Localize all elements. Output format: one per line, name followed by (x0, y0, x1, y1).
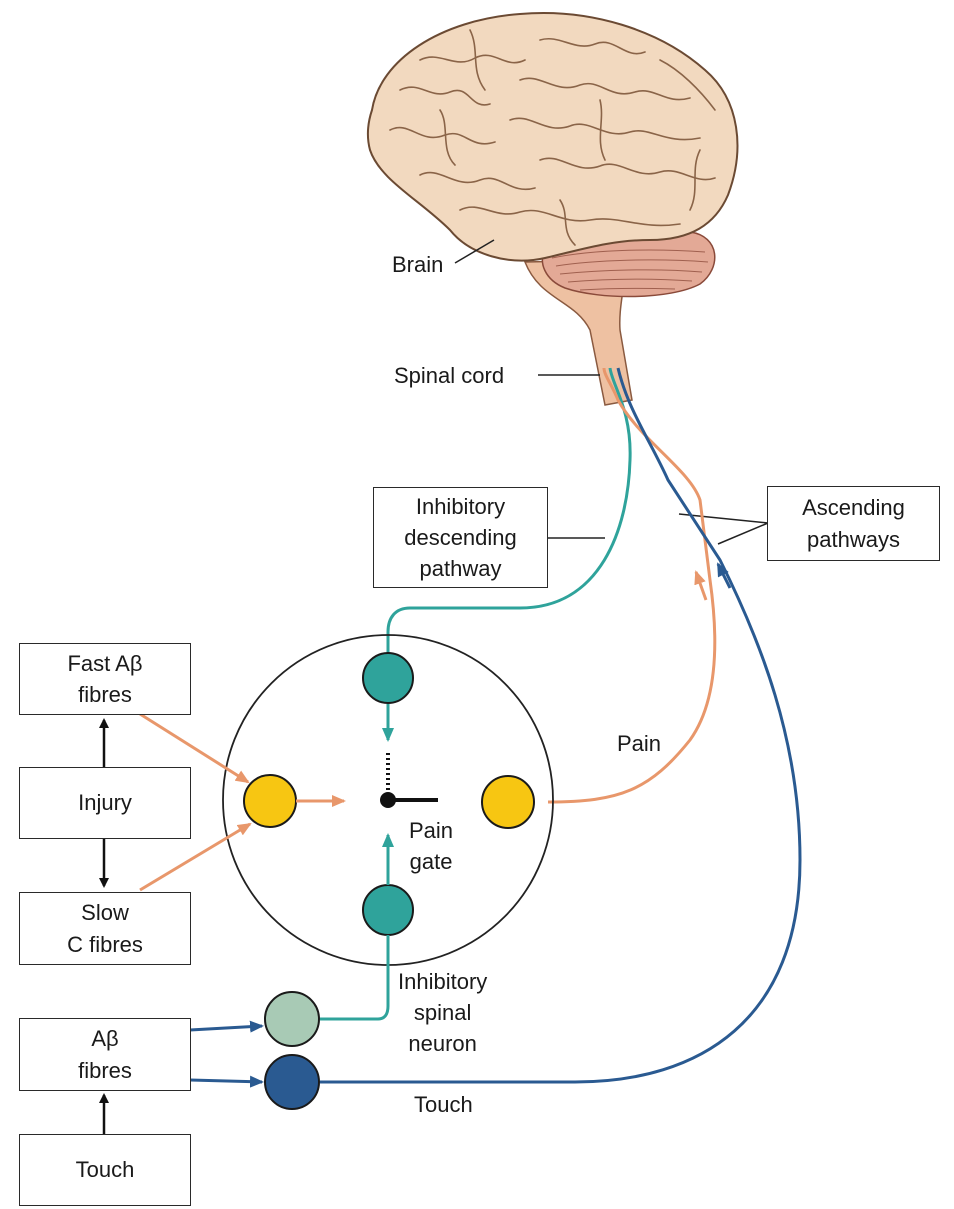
inhibitory-spinal-neuron-link (320, 935, 388, 1019)
ascending-pathways-box: Ascending pathways (767, 486, 940, 561)
slow-c-fibres-box: Slow C fibres (19, 892, 191, 965)
cerebrum-shape (368, 13, 738, 261)
fibre-input-neuron (244, 775, 296, 827)
touch-ascending-pathway (320, 368, 800, 1082)
transmission-neuron (482, 776, 534, 828)
pain-gate-label: Pain gate (409, 815, 453, 877)
injury-box: Injury (19, 767, 191, 839)
inhibitory-descending-pathway-box: Inhibitory descending pathway (373, 487, 548, 588)
inhibitory-spinal-neuron (265, 992, 319, 1046)
brain-label: Brain (392, 249, 443, 280)
pain-gate-switch (380, 752, 438, 808)
touch-box: Touch (19, 1134, 191, 1206)
descending-inhibitory-neuron (363, 653, 413, 703)
inhibitory-spinal-neuron-label: Inhibitory spinal neuron (398, 966, 487, 1060)
ab-to-inhibitory-arrow (190, 1026, 262, 1030)
pain-ascending-arrow (696, 572, 706, 600)
ab-fibres-box: Aβ fibres (19, 1018, 191, 1091)
touch-neuron (265, 1055, 319, 1109)
ab-to-touch-arrow (190, 1080, 262, 1082)
fast-ab-fibres-box: Fast Aβ fibres (19, 643, 191, 715)
inhibitory-interneuron (363, 885, 413, 935)
brain-illustration (368, 13, 738, 405)
pain-label: Pain (617, 728, 661, 759)
touch-path-label: Touch (414, 1089, 473, 1120)
spinal-cord-label: Spinal cord (394, 360, 504, 391)
